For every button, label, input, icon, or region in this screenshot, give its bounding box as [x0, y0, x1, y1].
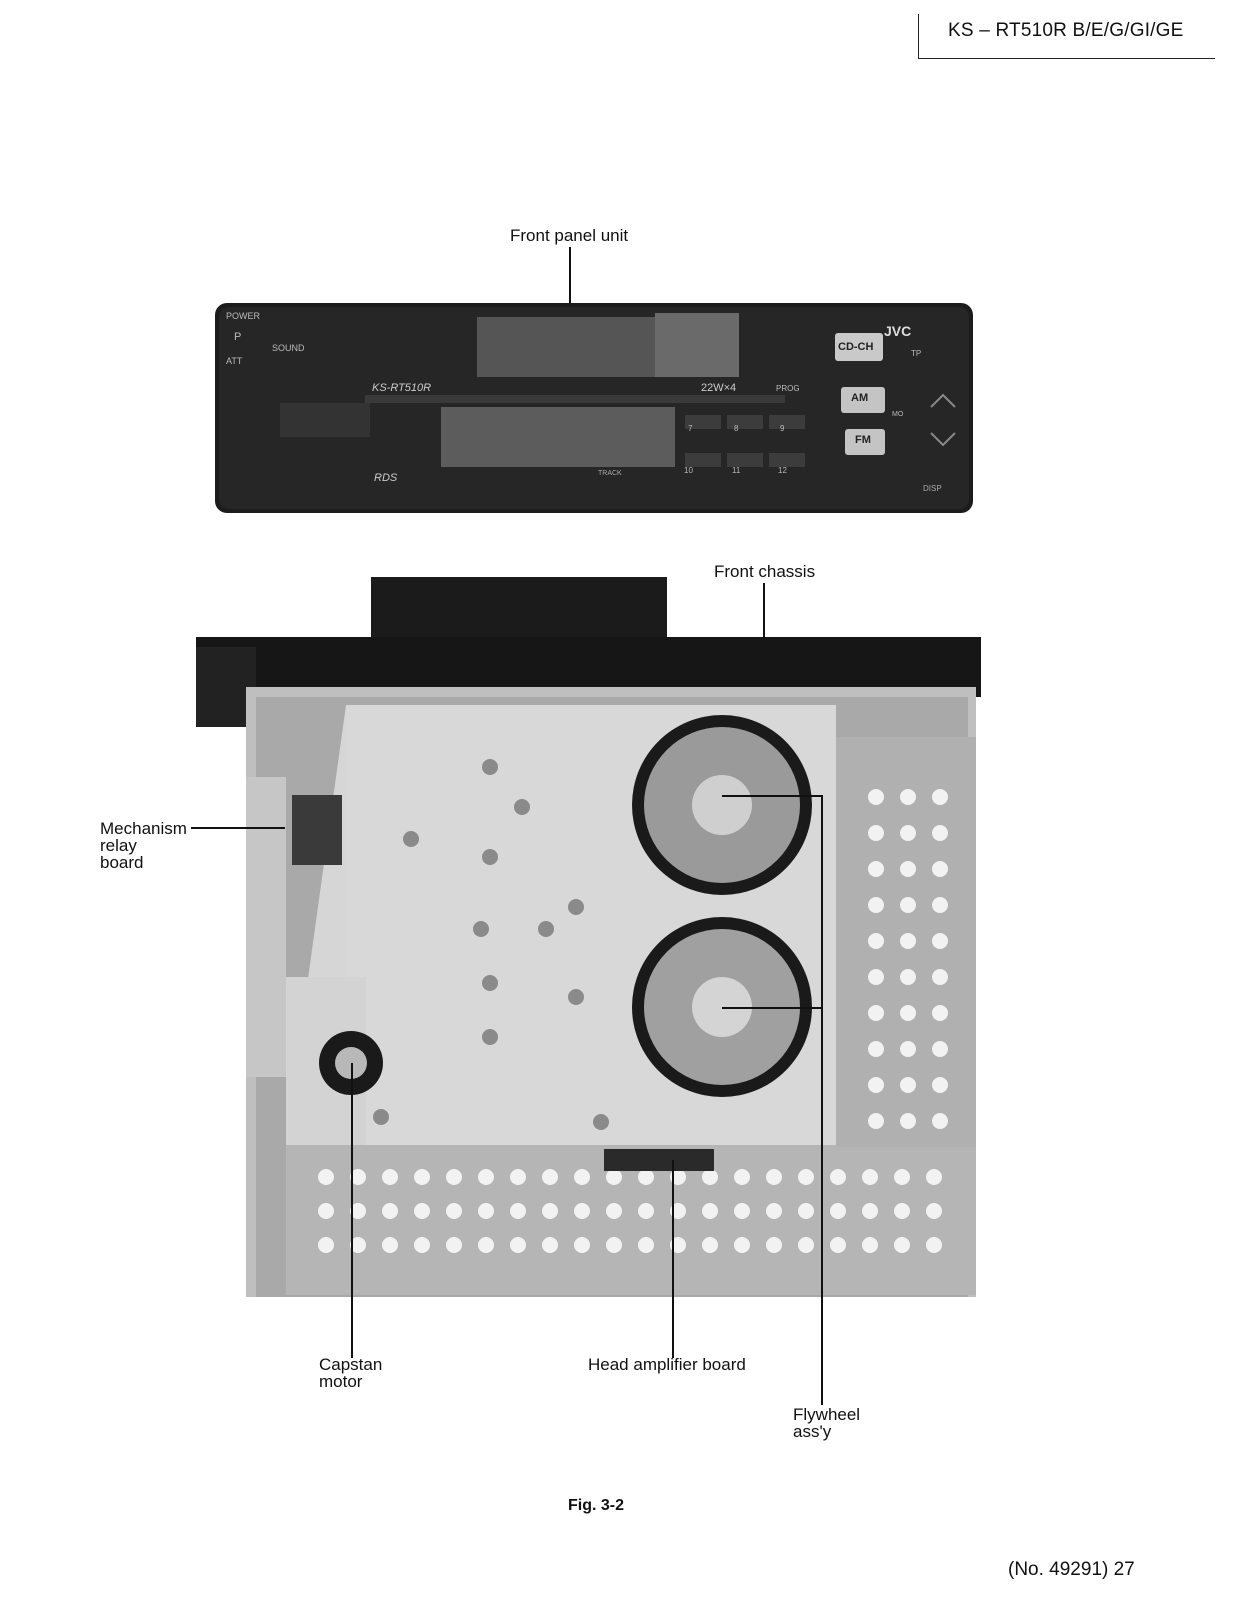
panel-att: ATT	[226, 356, 243, 366]
panel-sound: SOUND	[272, 343, 305, 353]
panel-power-rating: 22W×4	[701, 382, 737, 394]
panel-mo: MO	[892, 411, 904, 418]
panel-track: TRACK	[598, 470, 622, 477]
leader-flywheel-lower	[722, 1007, 822, 1009]
panel-power: POWER	[226, 311, 261, 321]
panel-preset-12: 12	[778, 466, 787, 475]
figure-caption: Fig. 3-2	[568, 1497, 625, 1514]
panel-preset-10: 10	[684, 466, 693, 475]
leader-flywheel-vertical	[821, 795, 823, 1405]
page-number: (No. 49291) 27	[1008, 1559, 1135, 1580]
panel-cd-ch: CD-CH	[838, 341, 874, 353]
panel-fm: FM	[855, 434, 871, 446]
panel-preset-8: 8	[734, 424, 739, 433]
leader-head-amplifier-board	[672, 1160, 674, 1358]
label-mechanism-relay-board: Mechanism relay board	[100, 819, 187, 872]
label-flywheel-assy: Flywheel ass'y	[793, 1405, 861, 1441]
front-panel-image	[215, 303, 973, 513]
panel-preset-9: 9	[780, 424, 785, 433]
panel-p: P	[234, 331, 242, 343]
leader-capstan-motor	[351, 1063, 353, 1358]
model-header: KS – RT510R B/E/G/GI/GE	[948, 20, 1184, 41]
label-head-amplifier-board: Head amplifier board	[588, 1355, 746, 1374]
header-frame	[918, 14, 1215, 59]
leader-front-panel-unit	[569, 247, 571, 315]
panel-prog: PROG	[776, 384, 800, 393]
panel-preset-11: 11	[732, 466, 741, 475]
label-front-chassis: Front chassis	[714, 562, 816, 581]
panel-rds: RDS	[374, 472, 398, 484]
leader-flywheel-upper	[722, 795, 822, 797]
panel-brand: JVC	[884, 323, 912, 339]
label-capstan-motor: Capstan motor	[319, 1355, 383, 1391]
leader-mechanism-relay-board	[191, 827, 285, 829]
leader-front-chassis	[763, 583, 765, 663]
panel-am: AM	[851, 392, 869, 404]
panel-preset-7: 7	[688, 424, 693, 433]
panel-disp: DISP	[923, 484, 942, 493]
panel-tp: TP	[911, 349, 922, 358]
mechanism-image	[196, 577, 981, 1297]
panel-model: KS-RT510R	[372, 382, 432, 394]
label-front-panel-unit: Front panel unit	[510, 226, 629, 245]
